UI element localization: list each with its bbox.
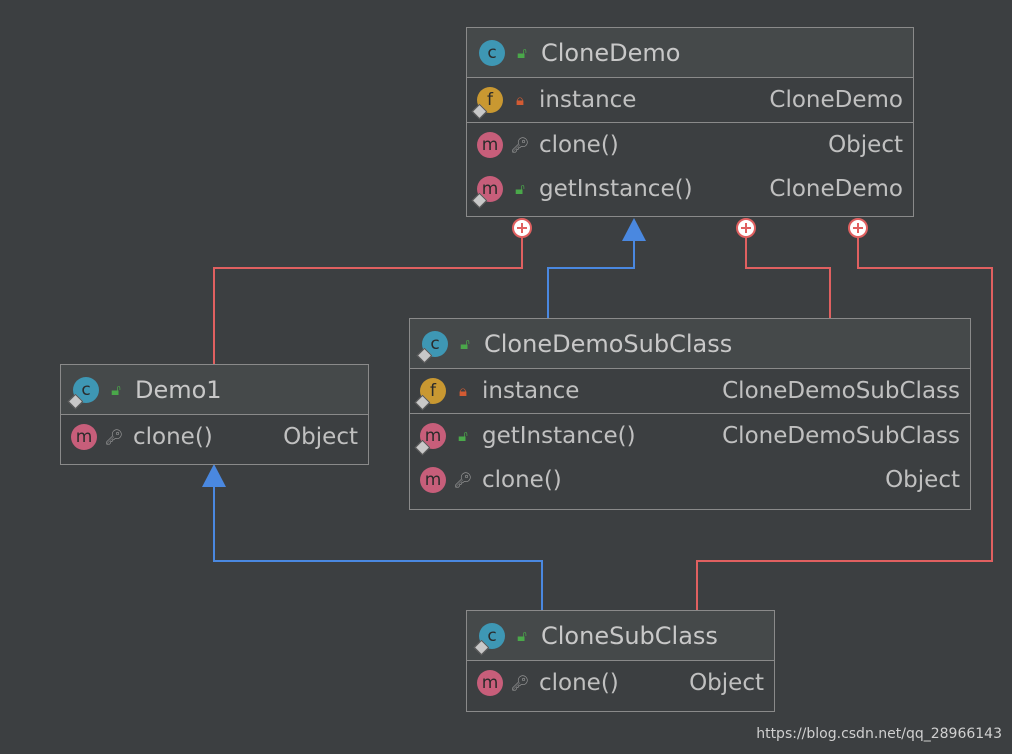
private-icon: 🔒︎: [459, 382, 467, 400]
class-clonedemosubclass[interactable]: c 🔓︎ CloneDemoSubClass f 🔒︎ instance Clo…: [409, 318, 971, 510]
field-icon: f: [471, 87, 503, 120]
protected-icon: 🔑︎: [104, 428, 124, 446]
method-icon: m: [477, 132, 503, 158]
field-type: CloneDemoSubClass: [722, 378, 960, 404]
public-icon: 🔓︎: [517, 43, 527, 62]
static-icon: [473, 639, 490, 655]
inner-marker-2: [736, 218, 756, 238]
method-name: getInstance(): [482, 423, 636, 449]
method-type: Object: [689, 670, 764, 696]
static-icon: [471, 103, 488, 120]
method-type: CloneDemoSubClass: [722, 423, 960, 449]
inherit-edge-clonedemosubclass: [547, 240, 635, 318]
watermark: https://blog.csdn.net/qq_28966143: [756, 726, 1002, 742]
method-type: Object: [885, 467, 960, 493]
methods-section: m 🔑︎ clone() Object: [467, 661, 774, 705]
protected-icon: 🔑︎: [453, 471, 473, 489]
static-icon: [67, 393, 84, 409]
public-icon: 🔓︎: [111, 380, 121, 399]
inner-edge-demo1: [213, 237, 523, 364]
method-icon: m: [71, 424, 97, 450]
method-name: getInstance(): [539, 176, 693, 202]
class-name: CloneSubClass: [541, 621, 718, 650]
static-icon: [471, 192, 488, 209]
field-icon: f: [414, 378, 446, 411]
public-icon: 🔓︎: [458, 427, 468, 445]
class-header: c 🔓︎ CloneDemo: [467, 28, 913, 78]
method-icon: m: [420, 467, 446, 493]
static-icon: [414, 439, 431, 456]
method-type: CloneDemo: [769, 176, 903, 202]
class-name: CloneDemoSubClass: [484, 329, 733, 358]
class-icon: c: [416, 330, 448, 363]
method-icon: m: [471, 176, 503, 209]
inner-marker-1: [512, 218, 532, 238]
static-icon: [416, 347, 433, 363]
methods-section: m 🔓︎ getInstance() CloneDemoSubClass m 🔑…: [410, 414, 970, 502]
method-row[interactable]: m 🔓︎ getInstance() CloneDemoSubClass: [410, 414, 970, 458]
class-header: c 🔓︎ Demo1: [61, 365, 368, 415]
inner-edge-clonedemosubclass: [745, 237, 831, 318]
field-name: instance: [539, 87, 637, 113]
field-name: instance: [482, 378, 580, 404]
method-name: clone(): [539, 132, 619, 158]
inherit-arrow-demo1: [202, 464, 226, 487]
protected-icon: 🔑︎: [510, 136, 530, 154]
class-demo1[interactable]: c 🔓︎ Demo1 m 🔑︎ clone() Object: [60, 364, 369, 465]
class-icon: c: [473, 622, 505, 655]
method-row[interactable]: m 🔑︎ clone() Object: [467, 661, 774, 705]
inner-marker-3: [848, 218, 868, 238]
method-type: Object: [283, 424, 358, 450]
method-name: clone(): [482, 467, 562, 493]
methods-section: m 🔑︎ clone() Object: [61, 415, 368, 459]
class-icon: c: [479, 39, 505, 66]
inherit-arrow-clonedemo: [622, 218, 646, 241]
method-icon: m: [414, 423, 446, 456]
field-row[interactable]: f 🔒︎ instance CloneDemoSubClass: [410, 369, 970, 413]
static-icon: [414, 394, 431, 411]
protected-icon: 🔑︎: [510, 674, 530, 692]
fields-section: f 🔒︎ instance CloneDemoSubClass: [410, 369, 970, 414]
private-icon: 🔒︎: [516, 91, 524, 109]
class-clonesubclass[interactable]: c 🔓︎ CloneSubClass m 🔑︎ clone() Object: [466, 610, 775, 712]
method-row[interactable]: m 🔑︎ clone() Object: [61, 415, 368, 459]
method-name: clone(): [539, 670, 619, 696]
class-name: Demo1: [135, 375, 222, 404]
public-icon: 🔓︎: [460, 334, 470, 353]
class-icon: c: [67, 376, 99, 409]
class-header: c 🔓︎ CloneSubClass: [467, 611, 774, 661]
method-row[interactable]: m 🔑︎ clone() Object: [410, 458, 970, 502]
method-row[interactable]: m 🔑︎ clone() Object: [467, 123, 913, 167]
method-name: clone(): [133, 424, 213, 450]
class-header: c 🔓︎ CloneDemoSubClass: [410, 319, 970, 369]
method-row[interactable]: m 🔓︎ getInstance() CloneDemo: [467, 167, 913, 211]
inherit-edge-clonesubclass: [213, 486, 543, 610]
fields-section: f 🔒︎ instance CloneDemo: [467, 78, 913, 123]
public-icon: 🔓︎: [517, 626, 527, 645]
method-type: Object: [828, 132, 903, 158]
field-row[interactable]: f 🔒︎ instance CloneDemo: [467, 78, 913, 122]
public-icon: 🔓︎: [515, 180, 525, 198]
class-name: CloneDemo: [541, 38, 681, 67]
methods-section: m 🔑︎ clone() Object m 🔓︎ getInstance() C…: [467, 123, 913, 211]
class-clonedemo[interactable]: c 🔓︎ CloneDemo f 🔒︎ instance CloneDemo m…: [466, 27, 914, 217]
method-icon: m: [477, 670, 503, 696]
inner-edge-clonesubclass: [696, 237, 993, 610]
field-type: CloneDemo: [769, 87, 903, 113]
